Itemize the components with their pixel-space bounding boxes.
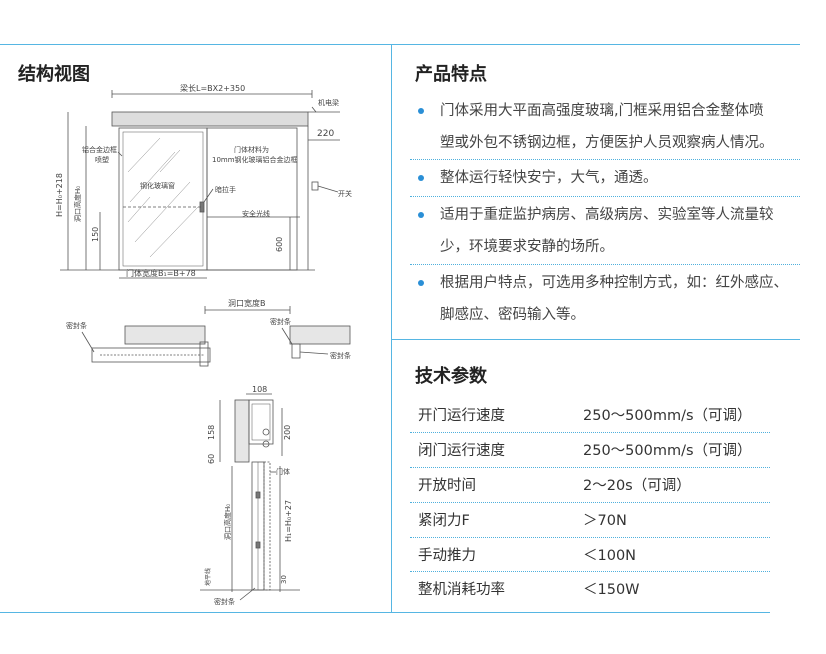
- feature-line: 整体运行轻快安宁，大气，通透。: [440, 170, 658, 186]
- dotted-divider: [410, 537, 770, 538]
- params-top-rule: [392, 339, 800, 340]
- dotted-divider: [410, 159, 800, 160]
- feature-line: 门体采用大平面高强度玻璃,门框采用铝合金整体喷: [440, 103, 764, 119]
- feature-line: 根据用户特点，可选用多种控制方式，如：红外感应、: [440, 275, 788, 291]
- structure-title: 结构视图: [18, 64, 90, 85]
- dim-600: 600: [275, 237, 284, 252]
- label-handle: 暗拉手: [215, 185, 236, 194]
- param-label: 开门运行速度: [418, 408, 505, 424]
- dim-door-width: 门体宽度B₁=B+78: [126, 268, 196, 278]
- bottom-rule: [0, 612, 770, 613]
- dim-h1: H₁=H₀+27: [284, 500, 293, 542]
- feature-item: 适用于重症监护病房、高级病房、实验室等人流量较 少，环境要求安静的场所。: [410, 199, 810, 263]
- feature-item: 根据用户特点，可选用多种控制方式，如：红外感应、 脚感应、密码输入等。: [410, 267, 810, 331]
- label-seal-strip-right: 密封条: [270, 317, 291, 326]
- label-seal-strip-bottom: 密封条: [214, 597, 235, 606]
- front-elevation: 梁长L=BX2+350 机电梁 220 开关 钢化玻璃窗 暗拉手: [55, 83, 352, 279]
- dotted-divider: [410, 264, 800, 265]
- plan-section: 洞口宽度B 密封条 密封条 密封条: [66, 298, 351, 367]
- param-row: 闭门运行速度 250～500mm/s（可调）: [410, 433, 770, 467]
- feature-line: 适用于重症监护病房、高级病房、实验室等人流量较: [440, 207, 774, 223]
- dim-opening-height-side: 洞口高度H₀: [223, 504, 232, 540]
- dim-220: 220: [317, 129, 334, 139]
- dotted-divider: [410, 502, 770, 503]
- structure-diagram: 梁长L=BX2+350 机电梁 220 开关 钢化玻璃窗 暗拉手: [55, 83, 352, 606]
- param-label: 开放时间: [418, 478, 476, 494]
- feature-item: 门体采用大平面高强度玻璃,门框采用铝合金整体喷 塑或外包不锈钢边框，方便医护人员…: [410, 95, 810, 159]
- label-safety-beam: 安全光线: [242, 209, 270, 218]
- param-row: 手动推力 ＜100N: [410, 538, 770, 572]
- column-divider: [391, 44, 392, 612]
- param-label: 紧闭力F: [418, 513, 470, 529]
- dim-108: 108: [252, 385, 267, 394]
- feature-line: 少，环境要求安静的场所。: [440, 239, 614, 255]
- top-rule: [0, 44, 800, 45]
- param-value: ＜150W: [583, 582, 640, 598]
- feature-line: 脚感应、密码输入等。: [440, 307, 585, 323]
- label-aluminum-frame: 铝合金边框: [82, 145, 117, 154]
- param-row: 紧闭力F ＞70N: [410, 503, 770, 537]
- dim-200: 200: [283, 425, 292, 440]
- label-door-leaf: 门体: [276, 467, 290, 476]
- label-motor-beam: 机电梁: [318, 98, 339, 107]
- param-label: 整机消耗功率: [418, 582, 505, 598]
- label-door-material: 门体材料为: [234, 145, 269, 154]
- param-value: 250～500mm/s（可调）: [583, 443, 752, 459]
- bullet-icon: [418, 212, 424, 218]
- label-seal-strip-right2: 密封条: [330, 351, 351, 360]
- param-label: 闭门运行速度: [418, 443, 505, 459]
- label-seal-strip-left: 密封条: [66, 321, 87, 330]
- param-row: 开门运行速度 250～500mm/s（可调）: [410, 398, 770, 432]
- label-glass-window: 钢化玻璃窗: [140, 181, 175, 190]
- features-title: 产品特点: [415, 64, 487, 85]
- bullet-icon: [418, 108, 424, 114]
- label-floor-line: 地平线: [204, 568, 212, 586]
- dim-opening-height: 洞口高度H₀: [73, 186, 82, 222]
- label-switch: 开关: [338, 189, 352, 198]
- param-row: 整机消耗功率 ＜150W: [410, 572, 770, 606]
- label-spray: 喷塑: [95, 155, 109, 164]
- bullet-icon: [418, 280, 424, 286]
- dim-beam-length: 梁长L=BX2+350: [180, 83, 245, 93]
- label-glass-spec: 10mm钢化玻璃铝合金边框: [212, 155, 298, 164]
- dotted-divider: [410, 467, 770, 468]
- param-value: 2～20s（可调）: [583, 478, 691, 494]
- dotted-divider: [410, 196, 800, 197]
- param-label: 手动推力: [418, 548, 476, 564]
- feature-item: 整体运行轻快安宁，大气，通透。: [410, 162, 810, 194]
- side-section: 108 158 60 200 门体 洞口高度H₀ H₁=H₀+27 30 地平线…: [200, 385, 300, 606]
- param-value: 250～500mm/s（可调）: [583, 408, 752, 424]
- param-value: ＞70N: [583, 513, 627, 529]
- dim-height-total: H=H₀+218: [55, 173, 64, 217]
- dim-60: 60: [207, 454, 216, 464]
- dotted-divider: [410, 432, 770, 433]
- param-value: ＜100N: [583, 548, 637, 564]
- dim-150: 150: [91, 227, 100, 242]
- param-row: 开放时间 2～20s（可调）: [410, 468, 770, 502]
- dim-30: 30: [280, 575, 288, 584]
- feature-line: 塑或外包不锈钢边框，方便医护人员观察病人情况。: [440, 135, 774, 151]
- dim-158: 158: [207, 425, 216, 440]
- bullet-icon: [418, 175, 424, 181]
- dim-opening-width: 洞口宽度B: [228, 298, 266, 308]
- params-title: 技术参数: [415, 366, 487, 387]
- dotted-divider: [410, 571, 770, 572]
